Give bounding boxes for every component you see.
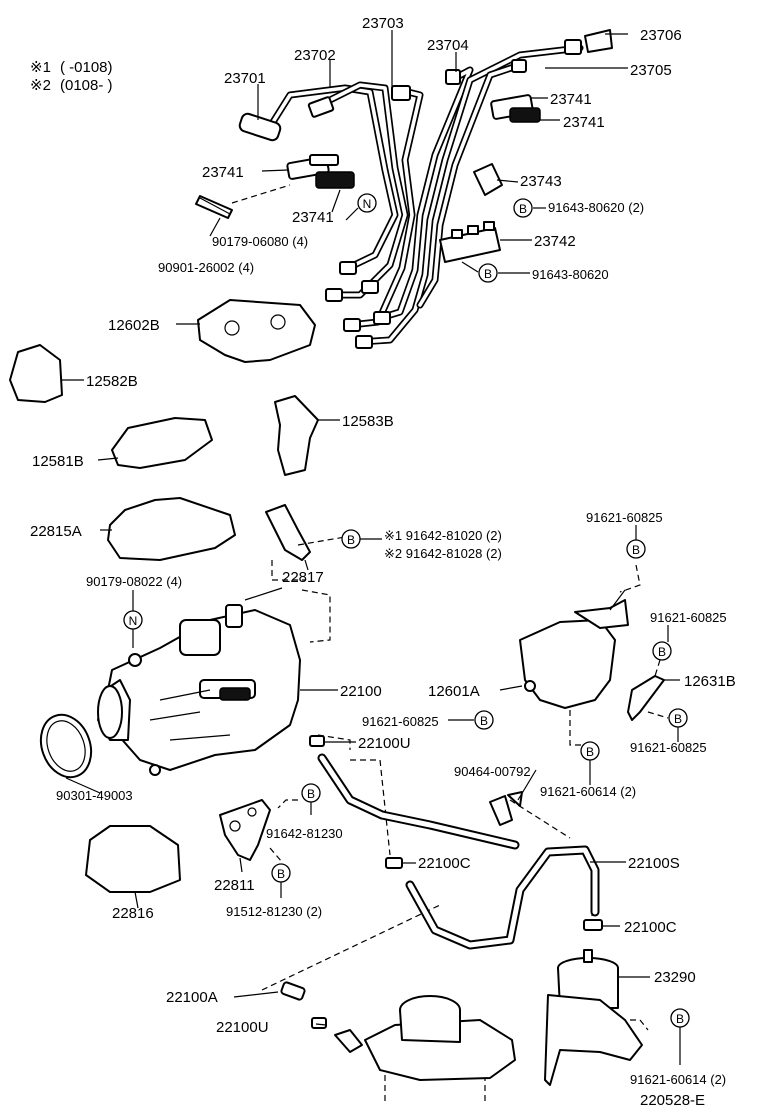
- vacuum-damper-23290-part: [544, 949, 643, 1086]
- label-23703: 23703: [362, 15, 404, 32]
- note-2-range: (0108- ): [60, 77, 113, 94]
- label-22100S: 22100S: [628, 855, 680, 872]
- insulator-plate-12602B-part: [197, 299, 316, 363]
- label-12582B: 12582B: [86, 373, 138, 390]
- clamp-23743-part: [473, 163, 503, 196]
- clamp-90464-part: [489, 795, 513, 826]
- note-1-mark: ※1: [30, 59, 51, 76]
- nut-marker-a: N: [363, 197, 372, 211]
- label-91512-81230: 91512-81230 (2): [226, 904, 322, 919]
- label-12601A: 12601A: [428, 683, 480, 700]
- label-22811: 22811: [214, 877, 255, 894]
- part-labels: 23703 23704 23706 23702 23705 23701 2374…: [30, 15, 736, 1109]
- nozzle-holder-part: [238, 112, 282, 142]
- label-23741-a: 23741: [550, 91, 592, 108]
- label-91621-60614-2b: 91621-60614 (2): [630, 1072, 726, 1087]
- bolt-marker-h: B: [586, 745, 594, 759]
- label-22100C-a: 22100C: [418, 855, 471, 872]
- hose-clip-upper: [309, 735, 325, 747]
- label-12583B: 12583B: [342, 413, 394, 430]
- label-23702: 23702: [294, 47, 336, 64]
- hose-clip-mid: [385, 857, 403, 869]
- pipe-clamp-parts: [286, 94, 541, 189]
- label-91621-60825-top: 91621-60825: [586, 510, 663, 525]
- label-22100C-b: 22100C: [624, 919, 677, 936]
- bolt-marker-a: B: [519, 202, 527, 216]
- bolt-marker-c: B: [347, 533, 355, 547]
- bolt-marker-g: B: [674, 712, 682, 726]
- label-91621-60825-mid: 91621-60825: [362, 714, 439, 729]
- bolt-marker-e: B: [658, 645, 666, 659]
- label-23706: 23706: [640, 27, 682, 44]
- note-1-range: ( -0108): [60, 59, 113, 76]
- vacuum-unit-12601A-part: [519, 589, 629, 709]
- injection-pump-22100-part: [97, 587, 301, 776]
- leader-lines: [62, 30, 681, 1065]
- figure-id: 220528-E: [640, 1092, 705, 1109]
- bracket-22811-part: [219, 799, 271, 861]
- label-91642-81020: ※1 91642-81020 (2): [384, 528, 502, 543]
- label-91621-60825-r: 91621-60825: [650, 610, 727, 625]
- marker-circles: N B B B B N B B B B B B B: [123, 193, 690, 1028]
- note-2-mark: ※2: [30, 77, 51, 94]
- label-23743: 23743: [520, 173, 562, 190]
- label-22100A: 22100A: [166, 989, 218, 1006]
- bolt-marker-f: B: [480, 714, 488, 728]
- label-12602B: 12602B: [108, 317, 160, 334]
- lower-housing-part: [364, 995, 516, 1081]
- insulator-12581B-part: [111, 417, 213, 469]
- label-90179-06080: 90179-06080 (4): [212, 234, 308, 249]
- label-91621-60614-2a: 91621-60614 (2): [540, 784, 636, 799]
- label-23741-b: 23741: [563, 114, 605, 131]
- label-23742: 23742: [534, 233, 576, 250]
- label-22815A: 22815A: [30, 523, 82, 540]
- insulator-12583B-part: [274, 395, 319, 476]
- hose-clip-lower: [583, 919, 603, 931]
- label-22816: 22816: [112, 905, 154, 922]
- label-91642-81028: ※2 91642-81028 (2): [384, 546, 502, 561]
- nozzle-23706-part: [584, 29, 613, 53]
- label-22100U-a: 22100U: [358, 735, 411, 752]
- label-23741-c: 23741: [202, 164, 244, 181]
- label-91621-60825-br: 91621-60825: [630, 740, 707, 755]
- hose-clip-bottom: [311, 1017, 327, 1029]
- label-12581B: 12581B: [32, 453, 84, 470]
- label-22100U-b: 22100U: [216, 1019, 269, 1036]
- label-23705: 23705: [630, 62, 672, 79]
- injection-pipe-bundle: [264, 39, 584, 349]
- bolt-marker-d: B: [632, 543, 640, 557]
- nut-marker-b: N: [129, 614, 138, 628]
- label-23704: 23704: [427, 37, 469, 54]
- bracket-22817-part: [265, 504, 311, 561]
- label-91643-80620: 91643-80620: [532, 267, 609, 282]
- bolt-marker-j: B: [277, 867, 285, 881]
- label-91643-80620-2: 91643-80620 (2): [548, 200, 644, 215]
- glow-plug-part: [195, 195, 233, 219]
- clamp-bracket-23742-part: [439, 221, 501, 263]
- vacuum-hoses: [280, 753, 600, 1053]
- applicability-notes: ※1 ( -0108) ※2 (0108- ): [30, 59, 113, 94]
- bolt-marker-k: B: [676, 1012, 684, 1026]
- label-12631B: 12631B: [684, 673, 736, 690]
- label-22817: 22817: [282, 569, 324, 586]
- label-91642-81230: 91642-81230: [266, 826, 343, 841]
- label-90179-08022: 90179-08022 (4): [86, 574, 182, 589]
- insulator-22816-part: [85, 825, 181, 893]
- label-23701: 23701: [224, 70, 266, 87]
- bolt-marker-b: B: [484, 267, 492, 281]
- label-22100: 22100: [340, 683, 382, 700]
- label-90301-49003: 90301-49003: [56, 788, 133, 803]
- insulator-12582B-part: [9, 344, 63, 403]
- label-23741-d: 23741: [292, 209, 334, 226]
- bracket-12631B-part: [627, 675, 665, 721]
- label-90464-00792: 90464-00792: [454, 764, 531, 779]
- label-90901-26002: 90901-26002 (4): [158, 260, 254, 275]
- o-ring-part: [39, 713, 93, 779]
- label-23290: 23290: [654, 969, 696, 986]
- bolt-marker-i: B: [307, 787, 315, 801]
- insulator-22815A-part: [107, 497, 236, 561]
